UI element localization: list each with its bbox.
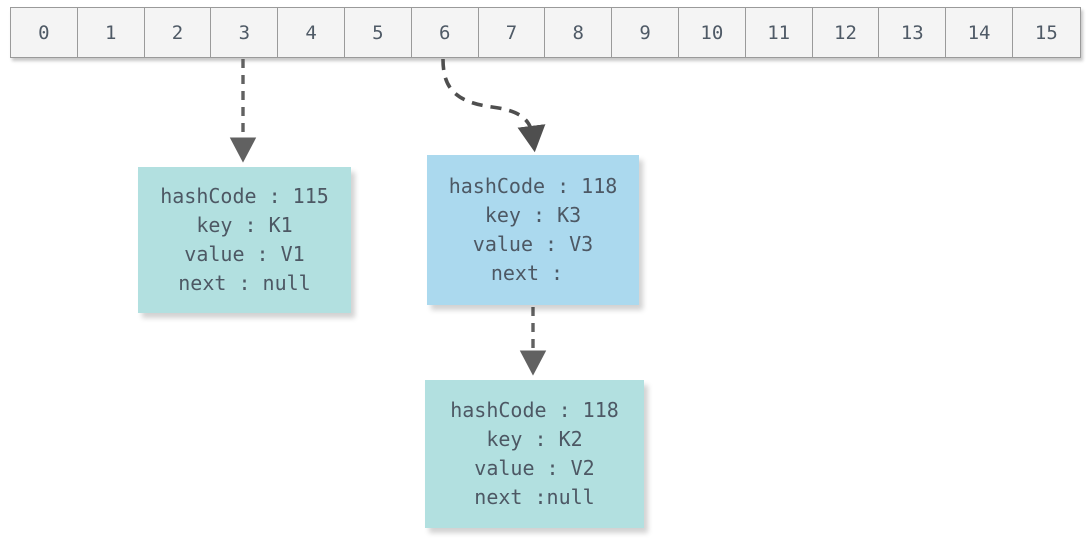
node-k2-line-hashcode: hashCode : 118 [450,398,619,422]
bucket-cell-11[interactable]: 11 [745,8,813,57]
entry-node-k1[interactable]: hashCode : 115 key : K1 value : V1 next … [138,167,351,313]
bucket-cell-9[interactable]: 9 [612,8,679,57]
hash-bucket-array: 0 1 2 3 4 5 6 7 8 9 10 11 12 13 14 15 [10,7,1081,58]
bucket-cell-14[interactable]: 14 [946,8,1013,57]
node-k2-line-value: value : V2 [474,456,595,480]
bucket-cell-7[interactable]: 7 [478,8,546,57]
bucket-cell-10[interactable]: 10 [678,8,746,57]
node-k1-line-key: key : K1 [196,213,293,237]
node-k1-line-hashcode: hashCode : 115 [160,184,329,208]
bucket-cell-1[interactable]: 1 [77,8,145,57]
bucket-cell-2[interactable]: 2 [144,8,212,57]
node-k1-line-next: next : null [178,271,311,295]
node-k3-line-next: next : [490,261,576,285]
node-k3-line-key: key : K3 [484,203,582,227]
node-k3-line-hashcode: hashCode : 118 [448,174,618,198]
bucket-cell-15[interactable]: 15 [1012,8,1080,57]
bucket-cell-13[interactable]: 13 [879,8,947,57]
node-k3-line-value: value : V3 [472,232,594,256]
node-k2-line-next: next :null [474,485,595,509]
bucket-cell-12[interactable]: 12 [812,8,880,57]
node-k1-line-value: value : V1 [184,242,305,266]
node-k2-line-key: key : K2 [486,427,583,451]
bucket-cell-3[interactable]: 3 [211,8,279,57]
entry-node-k2[interactable]: hashCode : 118 key : K2 value : V2 next … [425,380,644,528]
bucket-cell-6[interactable]: 6 [411,8,479,57]
arrow-bucket6-to-node-k3 [441,58,546,153]
bucket-cell-8[interactable]: 8 [545,8,613,57]
bucket-cell-5[interactable]: 5 [344,8,412,57]
bucket-cell-0[interactable]: 0 [11,8,78,57]
bucket-cell-4[interactable]: 4 [278,8,345,57]
entry-node-k3[interactable]: hashCode : 118 key : K3 value : V3 next … [427,155,639,305]
